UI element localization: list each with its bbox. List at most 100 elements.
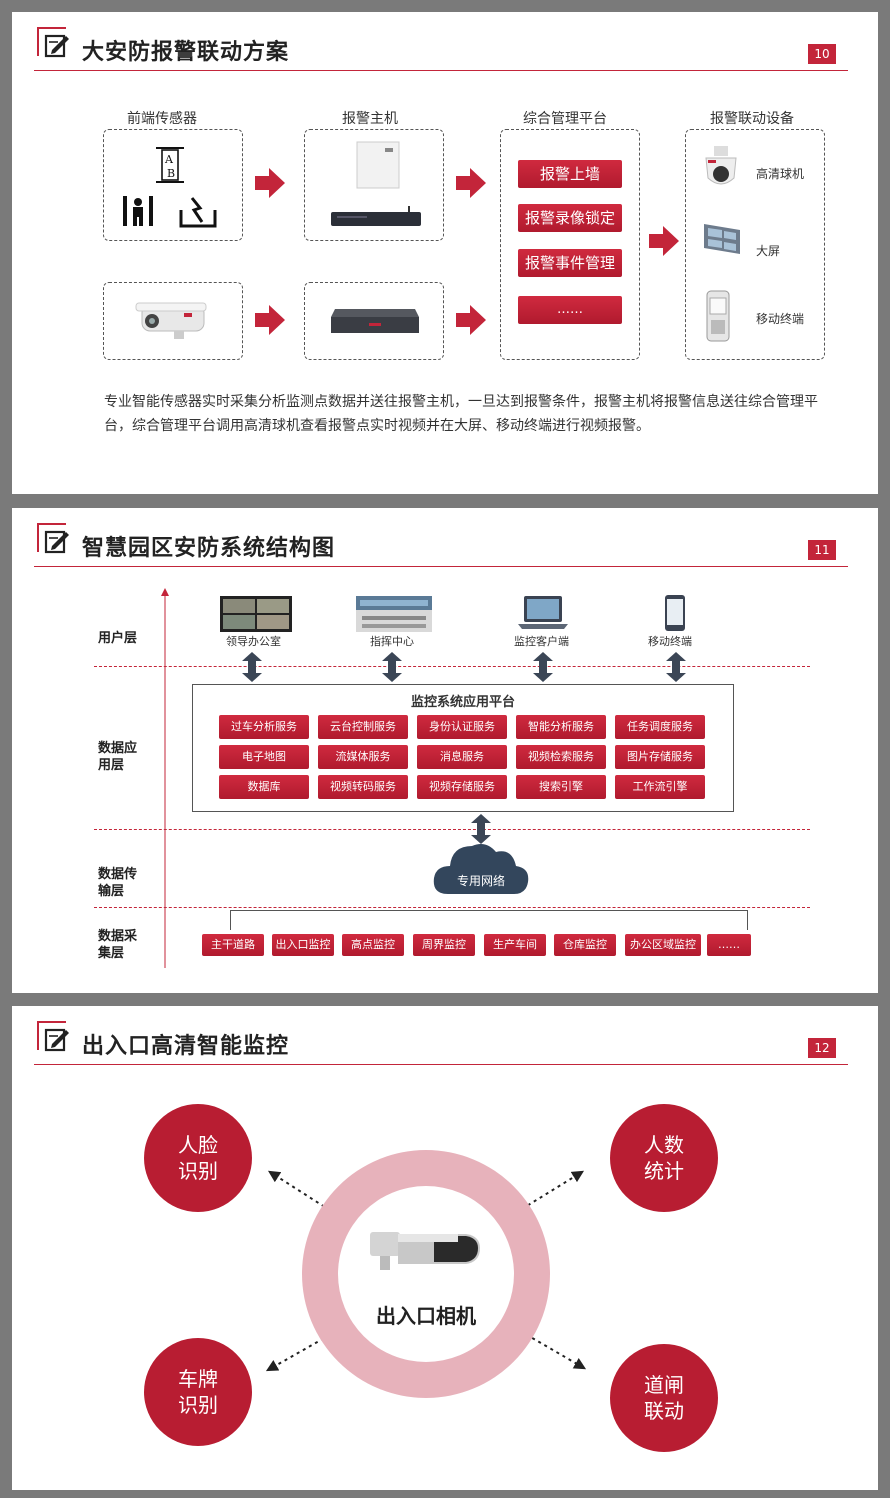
- mobile-phone-icon: [706, 290, 730, 342]
- layer-label-app: 数据应用层: [98, 741, 138, 773]
- description-text: 专业智能传感器实时采集分析监测点数据并送往报警主机，一旦达到报警条件，报警主机将…: [104, 394, 818, 434]
- service-item: 智能分析服务: [516, 715, 606, 739]
- decoder-device-icon: [331, 309, 419, 333]
- column-header-host: 报警主机: [342, 111, 398, 127]
- page-title: 大安防报警联动方案: [82, 40, 290, 65]
- center-label: 出入口相机: [376, 1304, 476, 1328]
- person-detector-icon: [123, 196, 153, 226]
- device-label-mobile: 移动终端: [756, 312, 805, 326]
- bidirectional-arrow-icon: [242, 652, 262, 682]
- dome-camera-icon: [705, 146, 737, 185]
- platform-item-more: ……: [518, 296, 622, 324]
- nvr-icon: [331, 206, 421, 226]
- slide-park-structure: 智慧园区安防系统结构图 11 用户层 数据应用层 数据传输层 数据采集层 领导办…: [12, 508, 878, 993]
- slide-alarm-linkage: 大安防报警联动方案 10 前端传感器 报警主机 综合管理平台 报警联动设备 A …: [12, 12, 878, 494]
- source-item: 办公区域监控: [625, 934, 701, 956]
- command-center-photo-icon: [356, 596, 432, 632]
- source-item: 主干道路: [202, 934, 264, 956]
- service-item: 图片存储服务: [615, 745, 705, 769]
- title-divider: [34, 1064, 848, 1065]
- svg-text:B: B: [167, 167, 175, 180]
- service-item: 任务调度服务: [615, 715, 705, 739]
- column-header-sensor: 前端传感器: [127, 111, 197, 127]
- layer-label-collect: 数据采集层: [98, 929, 138, 961]
- alarm-panel-icon: [356, 141, 400, 189]
- laptop-icon: [518, 596, 568, 629]
- source-item: 出入口监控: [272, 934, 334, 956]
- page-title: 出入口高清智能监控: [82, 1034, 290, 1059]
- service-item: 搜索引擎: [516, 775, 606, 799]
- platform-box: 报警上墙 报警录像锁定 报警事件管理 ……: [500, 129, 640, 360]
- edit-icon: [37, 523, 69, 554]
- service-item: 过车分析服务: [219, 715, 309, 739]
- arrow-right-icon: [255, 305, 285, 335]
- source-item: 周界监控: [413, 934, 475, 956]
- vertical-axis-arrow: [161, 588, 169, 968]
- feature-label: 道闸联动: [644, 1373, 684, 1423]
- title-divider: [34, 566, 848, 567]
- vibration-sensor-icon: [179, 197, 217, 228]
- user-label-office: 领导办公室: [226, 635, 281, 648]
- platform-item-wall: 报警上墙: [518, 160, 622, 188]
- arrow-right-icon: [255, 168, 285, 198]
- application-platform-frame: 监控系统应用平台 过车分析服务云台控制服务身份认证服务智能分析服务任务调度服务电…: [192, 684, 734, 812]
- device-label-dome: 高清球机: [756, 167, 805, 181]
- source-item: 生产车间: [484, 934, 546, 956]
- feature-label: 人数统计: [644, 1133, 684, 1183]
- service-item: 电子地图: [219, 745, 309, 769]
- device-label-screen: 大屏: [756, 244, 781, 258]
- column-header-devices: 报警联动设备: [710, 111, 794, 127]
- edit-icon: [37, 27, 69, 58]
- platform-title: 监控系统应用平台: [410, 695, 515, 710]
- layer-label-transport: 数据传输层: [98, 867, 138, 899]
- svg-text:A: A: [164, 153, 174, 166]
- door-sensor-icon: A B: [156, 147, 184, 183]
- service-item: 身份认证服务: [417, 715, 507, 739]
- layer-divider: [94, 829, 810, 830]
- arrow-right-icon: [649, 226, 679, 256]
- service-item: 工作流引擎: [615, 775, 705, 799]
- office-photo-icon: [220, 596, 292, 632]
- feature-people-counting: 人数统计: [610, 1104, 718, 1212]
- user-label-mobile: 移动终端: [648, 635, 692, 648]
- platform-item-record-lock: 报警录像锁定: [518, 204, 622, 232]
- page-number: 12: [808, 1038, 836, 1058]
- edit-icon: [37, 1021, 69, 1052]
- service-item: 视频转码服务: [318, 775, 408, 799]
- layer-divider: [94, 666, 810, 667]
- source-item: 高点监控: [342, 934, 404, 956]
- user-label-command: 指挥中心: [370, 635, 414, 648]
- bidirectional-arrow-icon: [533, 652, 553, 682]
- smartphone-icon: [665, 595, 685, 631]
- title-divider: [34, 70, 848, 71]
- encoder-box: [304, 282, 444, 360]
- alarm-host-box: [304, 129, 444, 241]
- arrow-right-icon: [456, 168, 486, 198]
- layer-divider: [94, 907, 810, 908]
- arrow-right-icon: [456, 305, 486, 335]
- service-item: 视频检索服务: [516, 745, 606, 769]
- source-item: 仓库监控: [554, 934, 616, 956]
- devices-box: 高清球机 大屏 移动终端: [685, 129, 825, 360]
- camera-box: [103, 282, 243, 360]
- bidirectional-arrow-icon: [382, 652, 402, 682]
- layer-label-user: 用户层: [98, 631, 138, 646]
- sensor-box: A B: [103, 129, 243, 241]
- feature-label: 人脸识别: [178, 1133, 218, 1183]
- source-item: ……: [707, 934, 751, 956]
- feature-gate-linkage: 道闸联动: [610, 1344, 718, 1452]
- service-item: 数据库: [219, 775, 309, 799]
- column-header-platform: 综合管理平台: [523, 111, 607, 127]
- center-core: [338, 1186, 514, 1362]
- feature-label: 车牌识别: [178, 1367, 218, 1417]
- service-item: 视频存储服务: [417, 775, 507, 799]
- bidirectional-arrow-icon: [666, 652, 686, 682]
- platform-item-event: 报警事件管理: [518, 249, 622, 277]
- page-number: 11: [808, 540, 836, 560]
- service-item: 消息服务: [417, 745, 507, 769]
- feature-plate-recognition: 车牌识别: [144, 1338, 252, 1446]
- bullet-camera-icon: [135, 302, 207, 339]
- page-number: 10: [808, 44, 836, 64]
- video-wall-icon: [704, 224, 740, 254]
- network-bus-line: [230, 910, 748, 930]
